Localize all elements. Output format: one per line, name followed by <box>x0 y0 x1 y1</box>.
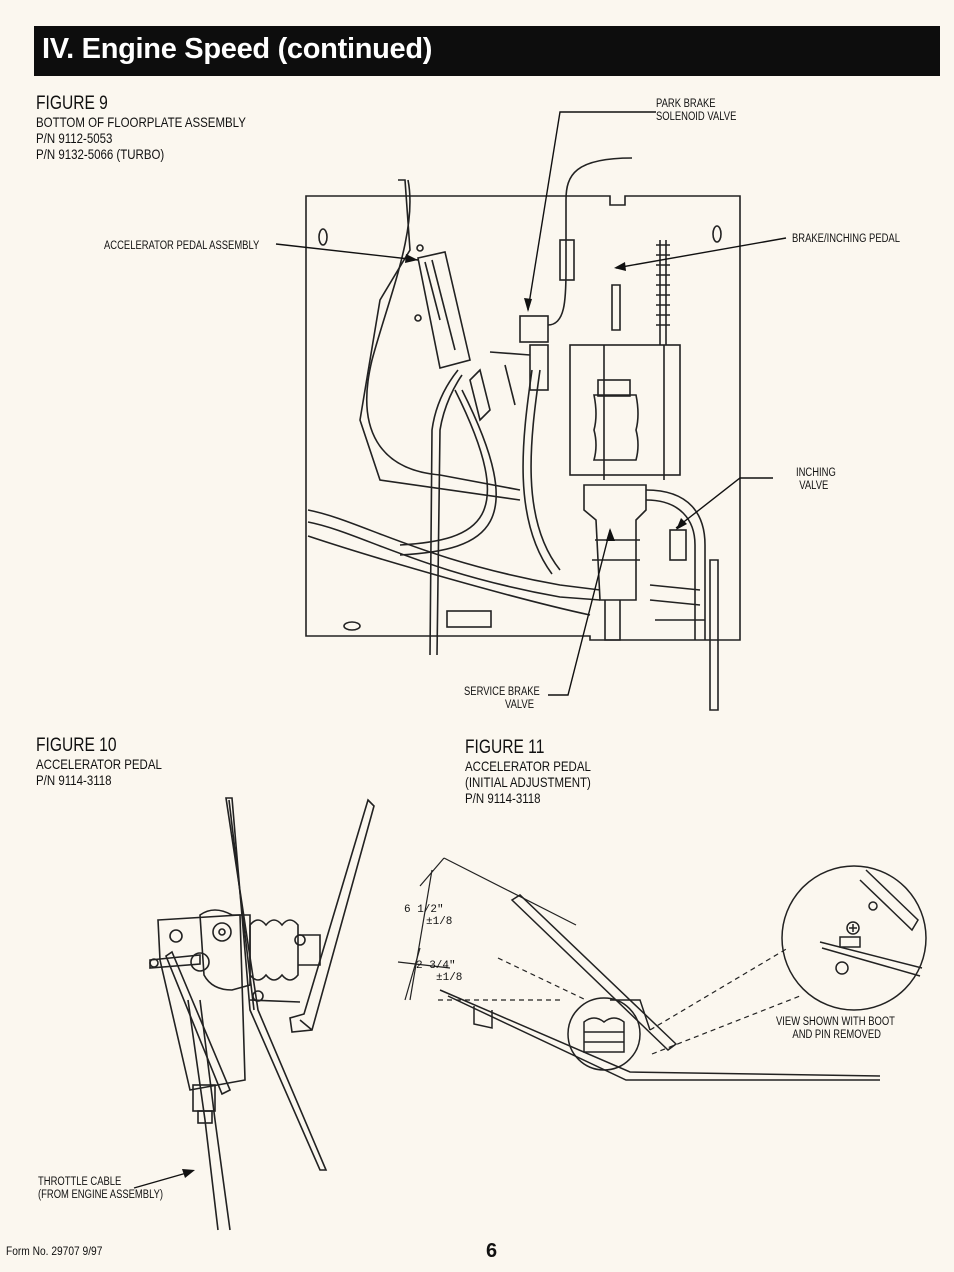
section-header-bar <box>34 26 940 76</box>
figure-11-title: FIGURE 11 <box>465 737 545 758</box>
section-title: IV. Engine Speed (continued) <box>42 33 433 65</box>
callout-view-note: VIEW SHOWN WITH BOOT AND PIN REMOVED <box>776 1016 895 1041</box>
figure-10-line-2: P/N 9114-3118 <box>36 772 112 788</box>
page-number: 6 <box>486 1240 498 1262</box>
form-number: Form No. 29707 9/97 <box>6 1244 103 1258</box>
figure-10-caption: FIGURE 10 ACCELERATOR PEDAL P/N 9114-311… <box>36 735 190 789</box>
callout-park-brake: PARK BRAKE SOLENOID VALVE <box>656 98 737 123</box>
figure-11-caption: FIGURE 11 ACCELERATOR PEDAL (INITIAL ADJ… <box>465 737 619 807</box>
callout-service-brake-valve: SERVICE BRAKE VALVE <box>464 686 540 711</box>
callout-brake-inching-pedal: BRAKE/INCHING PEDAL <box>792 233 900 245</box>
figure-11-line-2: (INITIAL ADJUSTMENT) <box>465 774 591 790</box>
figure-9-line-2: P/N 9112-5053 <box>36 130 113 146</box>
dimension-lower-tolerance: ±1/8 <box>436 972 463 984</box>
callout-inching-valve: INCHING VALVE <box>796 467 836 492</box>
figure-9-title: FIGURE 9 <box>36 93 108 114</box>
callout-throttle-cable: THROTTLE CABLE (FROM ENGINE ASSEMBLY) <box>38 1176 164 1201</box>
figure-9-line-1: BOTTOM OF FLOORPLATE ASSEMBLY <box>36 114 246 130</box>
callout-accelerator-pedal-assembly: ACCELERATOR PEDAL ASSEMBLY <box>104 240 260 252</box>
figure-11-line-3: P/N 9114-3118 <box>465 790 541 806</box>
figure-9-line-3: P/N 9132-5066 (TURBO) <box>36 146 165 162</box>
dimension-lower: 2 3/4" <box>416 960 456 972</box>
figure-9-caption: FIGURE 9 BOTTOM OF FLOORPLATE ASSEMBLY P… <box>36 93 292 163</box>
figure-10-title: FIGURE 10 <box>36 735 117 756</box>
dimension-upper-tolerance: ±1/8 <box>426 916 453 928</box>
figure-11-line-1: ACCELERATOR PEDAL <box>465 758 591 774</box>
dimension-upper: 6 1/2" <box>404 904 444 916</box>
figure-10-line-1: ACCELERATOR PEDAL <box>36 756 162 772</box>
